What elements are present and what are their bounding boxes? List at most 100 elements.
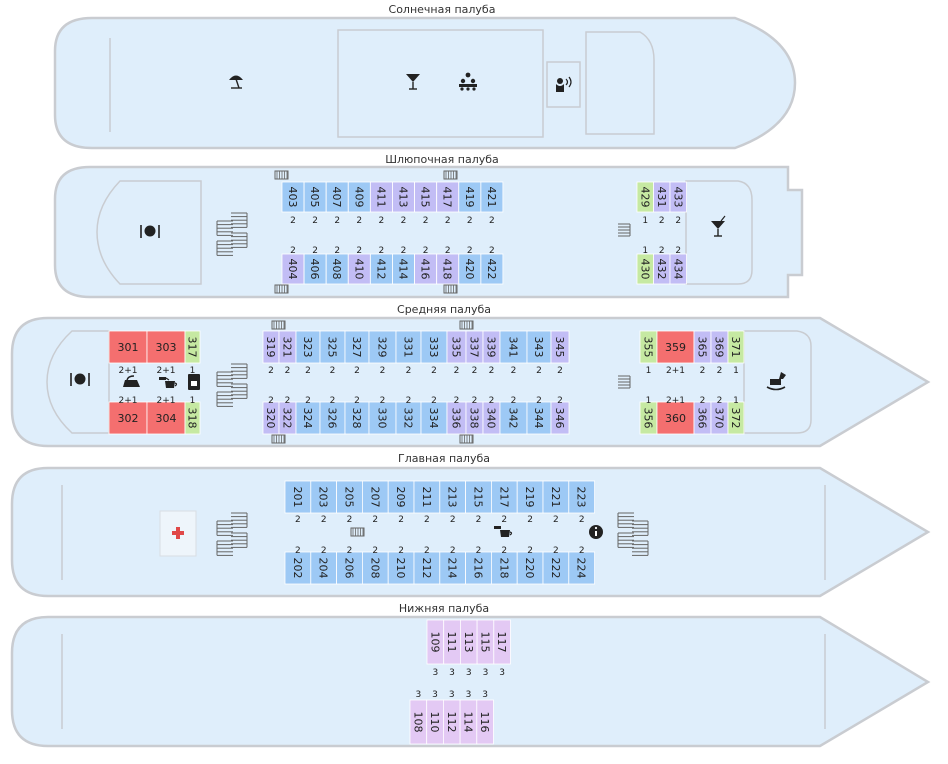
cabin-box[interactable] xyxy=(499,401,528,435)
cabin-box[interactable] xyxy=(480,181,504,213)
cabin-box[interactable] xyxy=(499,330,528,364)
cabin-box[interactable] xyxy=(476,699,494,745)
cabin-box[interactable] xyxy=(146,401,186,435)
cabin-box[interactable] xyxy=(656,401,695,435)
cabin-box[interactable] xyxy=(568,480,595,514)
cabin-box[interactable] xyxy=(413,551,441,585)
cabin-box[interactable] xyxy=(344,401,370,435)
cabin-box[interactable] xyxy=(361,551,389,585)
cabin-box[interactable] xyxy=(656,330,695,364)
cabin-box[interactable] xyxy=(550,330,570,364)
cabin-box[interactable] xyxy=(493,619,511,665)
cabin-box[interactable] xyxy=(669,253,687,285)
cabin-box[interactable] xyxy=(465,551,492,585)
cabin-box[interactable] xyxy=(184,330,201,364)
cabin-box[interactable] xyxy=(413,480,441,514)
cabin-box[interactable] xyxy=(387,551,415,585)
cabin-box[interactable] xyxy=(284,551,312,585)
cabin-box[interactable] xyxy=(420,401,448,435)
cabin-box[interactable] xyxy=(108,401,148,435)
cabin-box[interactable] xyxy=(310,480,337,514)
cabin-box[interactable] xyxy=(439,480,466,514)
cabin-box[interactable] xyxy=(568,551,595,585)
cabin-box[interactable] xyxy=(516,551,544,585)
cabin-box[interactable] xyxy=(336,551,363,585)
cabin-box[interactable] xyxy=(368,401,397,435)
cabin-box[interactable] xyxy=(368,330,397,364)
